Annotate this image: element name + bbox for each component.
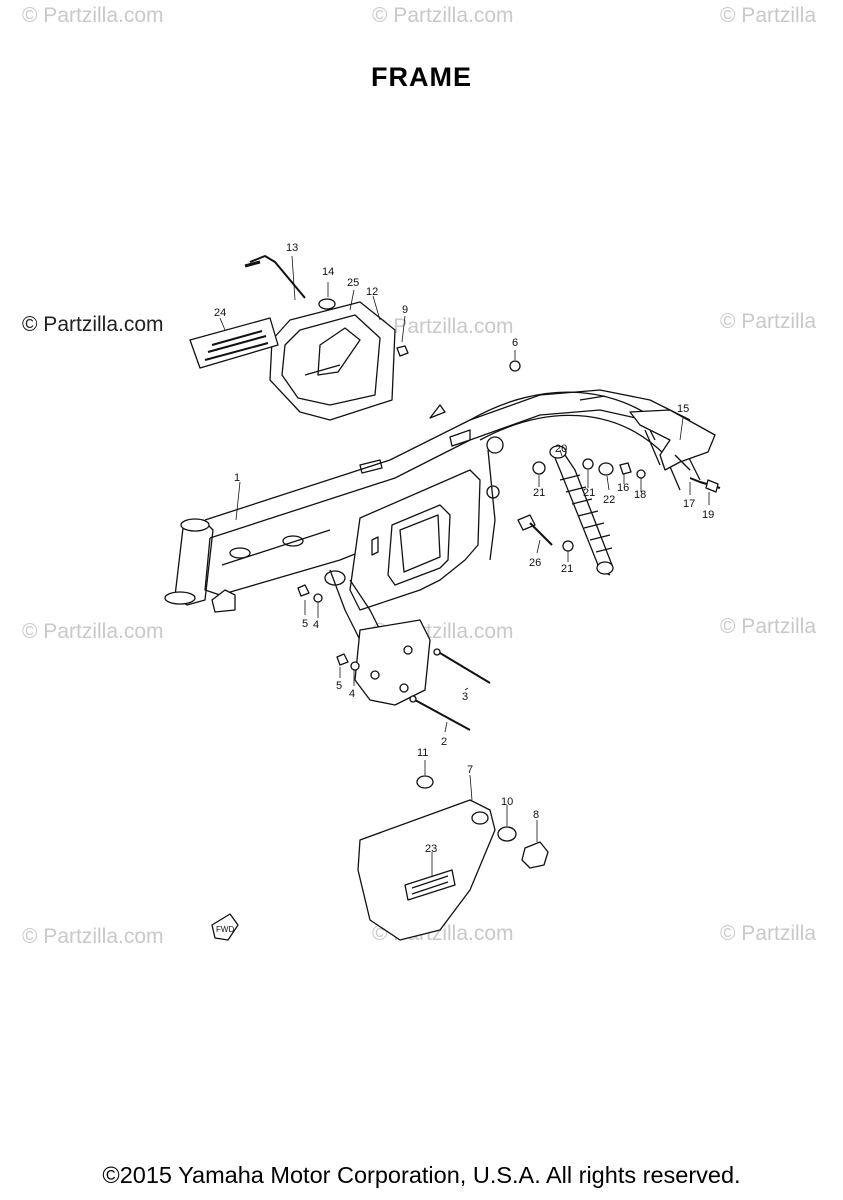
callout-4: 4	[349, 688, 355, 700]
callout-24: 24	[214, 307, 226, 319]
callout-5: 5	[336, 680, 342, 692]
callout-5: 5	[302, 618, 308, 630]
callout-26: 26	[529, 557, 541, 569]
callout-21: 21	[561, 563, 573, 575]
watermark: © Partzilla	[720, 4, 816, 27]
callout-21: 21	[533, 487, 545, 499]
callout-18: 18	[634, 489, 646, 501]
callout-22: 22	[603, 494, 615, 506]
callout-16: 16	[617, 482, 629, 494]
part-24-label	[189, 317, 279, 369]
svg-text:FWD: FWD	[216, 925, 234, 934]
watermark: © Partzilla.com	[22, 925, 164, 948]
watermark: © Partzilla	[720, 615, 816, 638]
callout-11: 11	[417, 747, 428, 759]
callout-8: 8	[533, 809, 539, 821]
callout-25: 25	[347, 277, 359, 289]
fwd-arrow: FWD	[211, 913, 239, 941]
callout-23: 23	[425, 843, 437, 855]
watermark: © Partzilla.com	[22, 620, 164, 643]
watermark: © Partzilla.com	[372, 315, 514, 338]
copyright-notice: ©2015 Yamaha Motor Corporation, U.S.A. A…	[102, 1162, 741, 1188]
callout-17: 17	[683, 498, 695, 510]
main-frame	[164, 389, 701, 706]
part-12-battery-box	[269, 301, 396, 421]
part-20-rear-shock	[549, 445, 614, 576]
watermark: © Partzilla	[720, 310, 816, 333]
callout-9: 9	[402, 304, 408, 316]
callout-4: 4	[313, 619, 319, 631]
callout-21: 21	[583, 487, 595, 499]
callout-19: 19	[702, 509, 714, 521]
part-13-strap	[244, 255, 306, 299]
diagram-title: FRAME	[371, 62, 472, 92]
callout-6: 6	[512, 337, 518, 349]
watermark: © Partzilla.com	[372, 4, 514, 27]
part-15-fender-stay	[629, 409, 716, 471]
callout-20: 20	[555, 443, 567, 455]
callout-7: 7	[467, 764, 473, 776]
callout-2: 2	[441, 736, 447, 748]
callout-15: 15	[677, 403, 689, 415]
callout-10: 10	[501, 796, 513, 808]
callout-12: 12	[366, 286, 378, 298]
callout-1: 1	[234, 472, 240, 484]
part-7-side-cover	[357, 799, 496, 941]
callout-14: 14	[322, 266, 334, 278]
watermark: © Partzilla	[720, 922, 816, 945]
callout-13: 13	[286, 242, 298, 254]
watermark: © Partzilla.com	[22, 4, 164, 27]
callout-3: 3	[462, 691, 468, 703]
watermark: © Partzilla.com	[22, 313, 164, 336]
callout-numbers: 1 2 3 4 4 5 5 6 7 8 9 10 11 12 13 14 15 …	[214, 242, 714, 855]
